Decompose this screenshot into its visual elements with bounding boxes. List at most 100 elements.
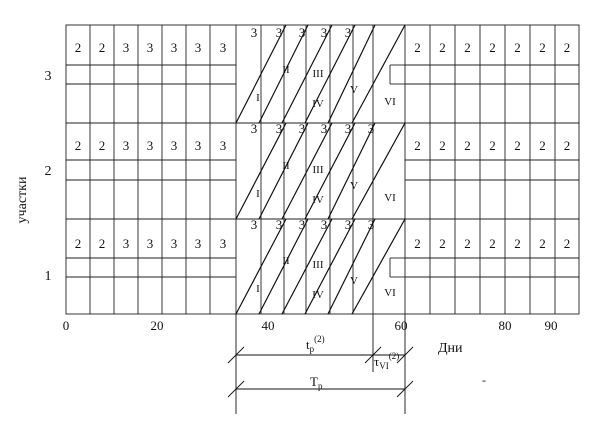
mid-cell-number: 3 (368, 217, 375, 232)
Tp-sub: р (318, 381, 323, 391)
right-cell-number: 2 (414, 40, 421, 55)
phase-roman-numeral: III (313, 259, 324, 271)
flow-line (327, 218, 376, 315)
dim-tick (396, 346, 414, 364)
phase-roman-numeral: IV (312, 194, 324, 206)
y-axis-label: участки (15, 176, 30, 223)
right-cell-number: 2 (489, 40, 496, 55)
left-cell-number: 3 (195, 40, 202, 55)
mid-cell-number: 3 (299, 25, 306, 40)
Tp-dimension-label: Tр (310, 374, 323, 391)
mid-cell-number: 3 (251, 121, 258, 136)
tau-main: τ (374, 354, 379, 369)
phase-roman-numeral: V (350, 84, 358, 96)
phase-roman-numeral: V (350, 275, 358, 287)
row-label-2: 2 (45, 164, 52, 179)
mid-cell-number: 3 (276, 217, 283, 232)
mid-cell-number: 3 (345, 217, 352, 232)
right-cell-number: 2 (539, 138, 546, 153)
right-cell-number: 2 (464, 236, 471, 251)
x-axis-unit: Дни (438, 341, 463, 356)
right-cell-number: 2 (564, 138, 571, 153)
dim-tick (227, 346, 245, 364)
left-cell-number: 3 (195, 138, 202, 153)
flow-line (258, 218, 309, 315)
x-tick-60: 60 (395, 318, 408, 333)
x-tick-90: 90 (545, 318, 558, 333)
right-cell-number: 2 (439, 236, 446, 251)
phase-roman-numeral: I (256, 92, 260, 104)
tau-sup: (2) (389, 351, 400, 361)
phase-roman-numeral: I (256, 283, 260, 295)
flow-line (235, 218, 287, 315)
left-cell-number: 3 (195, 236, 202, 251)
flow-diagonals (235, 24, 406, 315)
x-tick-80: 80 (499, 318, 512, 333)
flow-line (235, 24, 287, 124)
flow-line (327, 24, 376, 124)
left-cell-number: 3 (123, 40, 130, 55)
right-cell-number: 2 (539, 236, 546, 251)
phase-roman-numeral: VI (384, 287, 396, 299)
phase-roman-numeral: II (282, 255, 290, 267)
mid-cell-number: 3 (321, 121, 328, 136)
left-cell-number: 2 (99, 236, 106, 251)
flow-line (258, 24, 309, 124)
dim-tick (364, 346, 382, 364)
phase-roman-numeral: VI (384, 96, 396, 108)
phase-roman-numeral: V (350, 180, 358, 192)
right-cell-number: 2 (514, 40, 521, 55)
left-cell-number: 3 (123, 236, 130, 251)
tau-sub: VI (379, 361, 389, 371)
grid-frame (65, 24, 580, 315)
flow-line (351, 218, 406, 315)
left-cell-number: 3 (123, 138, 130, 153)
right-cell-number: 2 (564, 40, 571, 55)
flow-line (304, 122, 356, 220)
phase-roman-numeral: III (313, 164, 324, 176)
right-cell-number: 2 (439, 40, 446, 55)
left-cell-number: 2 (75, 236, 82, 251)
right-cell-number: 2 (514, 236, 521, 251)
flow-line (304, 218, 356, 315)
row-label-3: 3 (45, 69, 52, 84)
right-cell-number: 2 (464, 40, 471, 55)
left-cell-number: 3 (220, 40, 227, 55)
right-cell-number: 2 (489, 236, 496, 251)
phase-roman-numeral: II (282, 160, 290, 172)
dim-tick (227, 380, 245, 398)
mid-cell-number: 3 (321, 217, 328, 232)
dimension-lines (227, 314, 414, 414)
phase-roman-numeral: IV (312, 98, 324, 110)
tp-sub: р (310, 344, 315, 354)
x-tick-40: 40 (262, 318, 275, 333)
right-cell-number: 2 (414, 236, 421, 251)
flow-line (258, 122, 309, 220)
flow-line (281, 24, 333, 124)
mid-cell-number: 3 (276, 121, 283, 136)
phase-roman-numeral: IV (312, 289, 324, 301)
left-cell-number: 2 (99, 138, 106, 153)
tp-dimension-label: tр(2) (306, 334, 325, 354)
phase-roman-numeral: II (282, 64, 290, 76)
tp-sup: (2) (314, 334, 325, 344)
left-cell-number: 3 (147, 236, 154, 251)
mid-cell-number: 3 (368, 121, 375, 136)
dim-tick (396, 380, 414, 398)
mid-cell-number: 3 (345, 25, 352, 40)
flow-line (304, 24, 356, 124)
right-cell-number: 2 (489, 138, 496, 153)
left-cell-number: 3 (171, 236, 178, 251)
left-cell-number: 2 (75, 40, 82, 55)
phase-roman-numeral: III (313, 68, 324, 80)
x-tick-0: 0 (63, 318, 70, 333)
mid-cell-number: 3 (276, 25, 283, 40)
right-cell-number: 2 (564, 236, 571, 251)
left-cell-number: 3 (147, 40, 154, 55)
right-cell-number: 2 (414, 138, 421, 153)
mid-cell-number: 3 (345, 121, 352, 136)
left-cell-number: 3 (220, 138, 227, 153)
left-cell-number: 3 (171, 138, 178, 153)
row-label-1: 1 (45, 269, 52, 284)
